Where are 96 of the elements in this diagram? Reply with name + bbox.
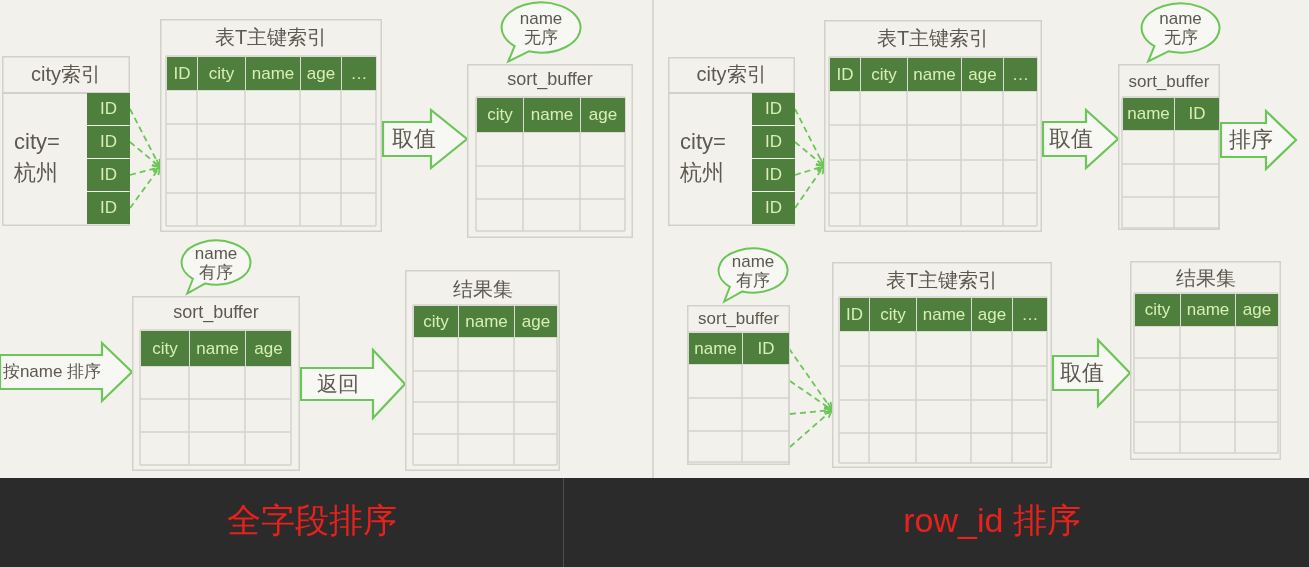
header-cell: city bbox=[141, 331, 189, 366]
dashed-arrow bbox=[794, 108, 825, 167]
id-cell: ID bbox=[752, 93, 795, 125]
dashed-arrow bbox=[129, 141, 161, 168]
edge-label: 排序 bbox=[1229, 127, 1273, 153]
dashed-arrow bbox=[794, 141, 825, 167]
id-cell: ID bbox=[87, 159, 130, 191]
table-card bbox=[824, 20, 1042, 232]
block-arrow bbox=[1051, 337, 1132, 409]
edge-label: 取值 bbox=[1049, 126, 1093, 152]
header-cell: city bbox=[414, 306, 458, 337]
header-cell: ID bbox=[840, 298, 869, 331]
table-card bbox=[832, 262, 1052, 468]
edge-label: 返回 bbox=[317, 372, 359, 396]
speech-bubble bbox=[717, 247, 789, 303]
header-cell: age bbox=[301, 57, 341, 90]
id-cell: ID bbox=[752, 159, 795, 191]
header-cell: ID bbox=[830, 58, 860, 91]
index-card bbox=[2, 56, 130, 226]
edge-label: 取值 bbox=[392, 126, 436, 152]
block-arrow bbox=[381, 107, 469, 171]
header-cell: name bbox=[459, 306, 514, 337]
header-cell: age bbox=[1236, 294, 1278, 326]
header-cell: name bbox=[246, 57, 300, 90]
table-title: sort_buffer bbox=[507, 68, 593, 90]
header-cell: name bbox=[1181, 294, 1235, 326]
id-cell: ID bbox=[87, 126, 130, 158]
header-cell: name bbox=[917, 298, 971, 331]
dashed-arrow bbox=[129, 164, 161, 176]
header-cell: … bbox=[1004, 58, 1037, 91]
bubble-text: name 无序 bbox=[518, 8, 564, 47]
header-cell: ID bbox=[167, 57, 197, 90]
table-card bbox=[405, 270, 560, 471]
id-cell: ID bbox=[752, 126, 795, 158]
header-cell: age bbox=[972, 298, 1012, 331]
table-title: 结果集 bbox=[1175, 266, 1236, 290]
header-cell: city bbox=[870, 298, 916, 331]
bubble-text: name 有序 bbox=[730, 251, 776, 290]
header-cell: city bbox=[861, 58, 907, 91]
condition-text: city= 杭州 bbox=[680, 128, 727, 187]
speech-bubble bbox=[1140, 2, 1221, 63]
block-arrow bbox=[1219, 108, 1298, 172]
block-arrow bbox=[1041, 107, 1120, 171]
table-title: sort_buffer bbox=[698, 309, 779, 329]
table-card bbox=[467, 64, 633, 238]
table-title: sort_buffer bbox=[173, 301, 259, 323]
header-cell: name bbox=[689, 333, 742, 364]
header-cell: city bbox=[477, 98, 523, 132]
table-card bbox=[687, 305, 790, 465]
header-cell: age bbox=[581, 98, 625, 132]
header-cell: age bbox=[962, 58, 1003, 91]
table-card bbox=[1130, 261, 1281, 460]
header-cell: city bbox=[198, 57, 245, 90]
header-cell: ID bbox=[743, 333, 789, 364]
header-cell: ID bbox=[1175, 98, 1219, 130]
dashed-arrow bbox=[794, 165, 825, 209]
id-cell: ID bbox=[87, 192, 130, 224]
table-title: 表T主键索引 bbox=[885, 268, 999, 292]
header-cell: name bbox=[1123, 98, 1174, 130]
table-title: city索引 bbox=[31, 62, 101, 86]
id-cell: ID bbox=[87, 93, 130, 125]
header-cell: age bbox=[246, 331, 291, 366]
header-cell: age bbox=[515, 306, 557, 337]
dashed-arrow bbox=[129, 108, 161, 168]
caption: row_id 排序 bbox=[903, 502, 1081, 540]
block-arrow bbox=[299, 347, 407, 421]
dashed-arrow bbox=[794, 164, 825, 176]
table-card bbox=[160, 19, 382, 232]
table-card bbox=[132, 296, 300, 471]
table-card bbox=[1118, 64, 1220, 230]
header-cell: … bbox=[1013, 298, 1047, 331]
table-title: 结果集 bbox=[452, 277, 513, 301]
header-cell: name bbox=[908, 58, 961, 91]
dashed-arrow bbox=[788, 347, 833, 411]
header-cell: … bbox=[342, 57, 376, 90]
id-cell: ID bbox=[752, 192, 795, 224]
block-arrow bbox=[0, 340, 134, 404]
table-title: 表T主键索引 bbox=[214, 25, 328, 49]
header-cell: name bbox=[190, 331, 245, 366]
speech-bubble bbox=[180, 239, 252, 295]
dashed-arrow bbox=[129, 166, 161, 209]
header-cell: city bbox=[1135, 294, 1180, 326]
edge-label: 取值 bbox=[1060, 360, 1104, 386]
dashed-arrow bbox=[789, 380, 833, 411]
condition-text: city= 杭州 bbox=[14, 128, 61, 187]
header-cell: name bbox=[524, 98, 580, 132]
table-title: sort_buffer bbox=[1128, 72, 1210, 92]
speech-bubble bbox=[500, 1, 582, 63]
index-card bbox=[668, 57, 795, 226]
table-title: city索引 bbox=[696, 62, 767, 86]
bubble-text: name 有序 bbox=[193, 243, 239, 282]
bubble-text: name 无序 bbox=[1158, 9, 1203, 47]
table-title: 表T主键索引 bbox=[876, 26, 990, 50]
edge-label: 按name 排序 bbox=[2, 362, 102, 382]
dashed-arrow bbox=[789, 409, 833, 448]
caption: 全字段排序 bbox=[227, 502, 397, 540]
